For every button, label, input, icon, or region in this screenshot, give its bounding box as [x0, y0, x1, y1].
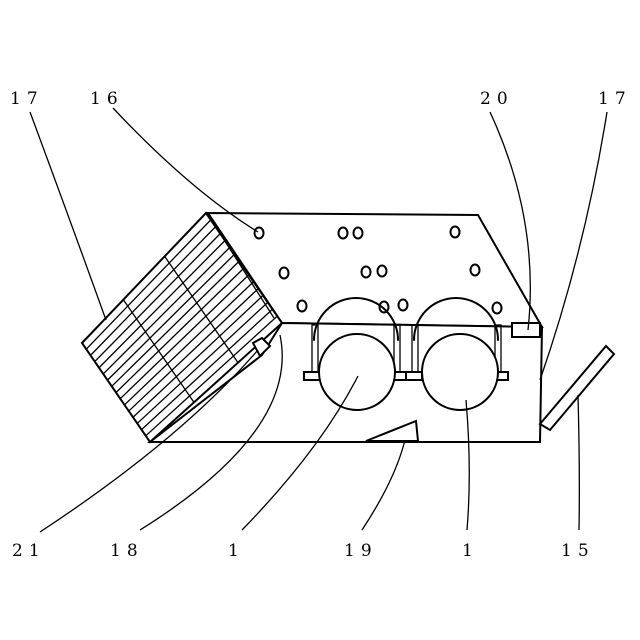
label-16: 16 — [90, 89, 124, 109]
box-20 — [512, 323, 540, 337]
hole — [493, 303, 502, 314]
hole — [280, 268, 289, 279]
hole — [471, 265, 480, 276]
label-17-right: 17 — [598, 89, 632, 109]
hole — [354, 228, 363, 239]
hole — [298, 301, 307, 312]
label-18: 18 — [110, 541, 144, 561]
label-15: 15 — [561, 541, 595, 561]
label-1-right: 1 — [462, 541, 479, 561]
hole — [255, 228, 264, 239]
hole — [451, 227, 460, 238]
label-17-left: 17 — [10, 89, 44, 109]
hole — [339, 228, 348, 239]
hole — [378, 266, 387, 277]
hole — [399, 300, 408, 311]
label-19: 19 — [344, 541, 378, 561]
rod-15 — [540, 346, 614, 430]
hole — [362, 267, 371, 278]
label-20: 20 — [480, 89, 514, 109]
label-21: 21 — [12, 541, 46, 561]
label-1-left: 1 — [228, 541, 245, 561]
